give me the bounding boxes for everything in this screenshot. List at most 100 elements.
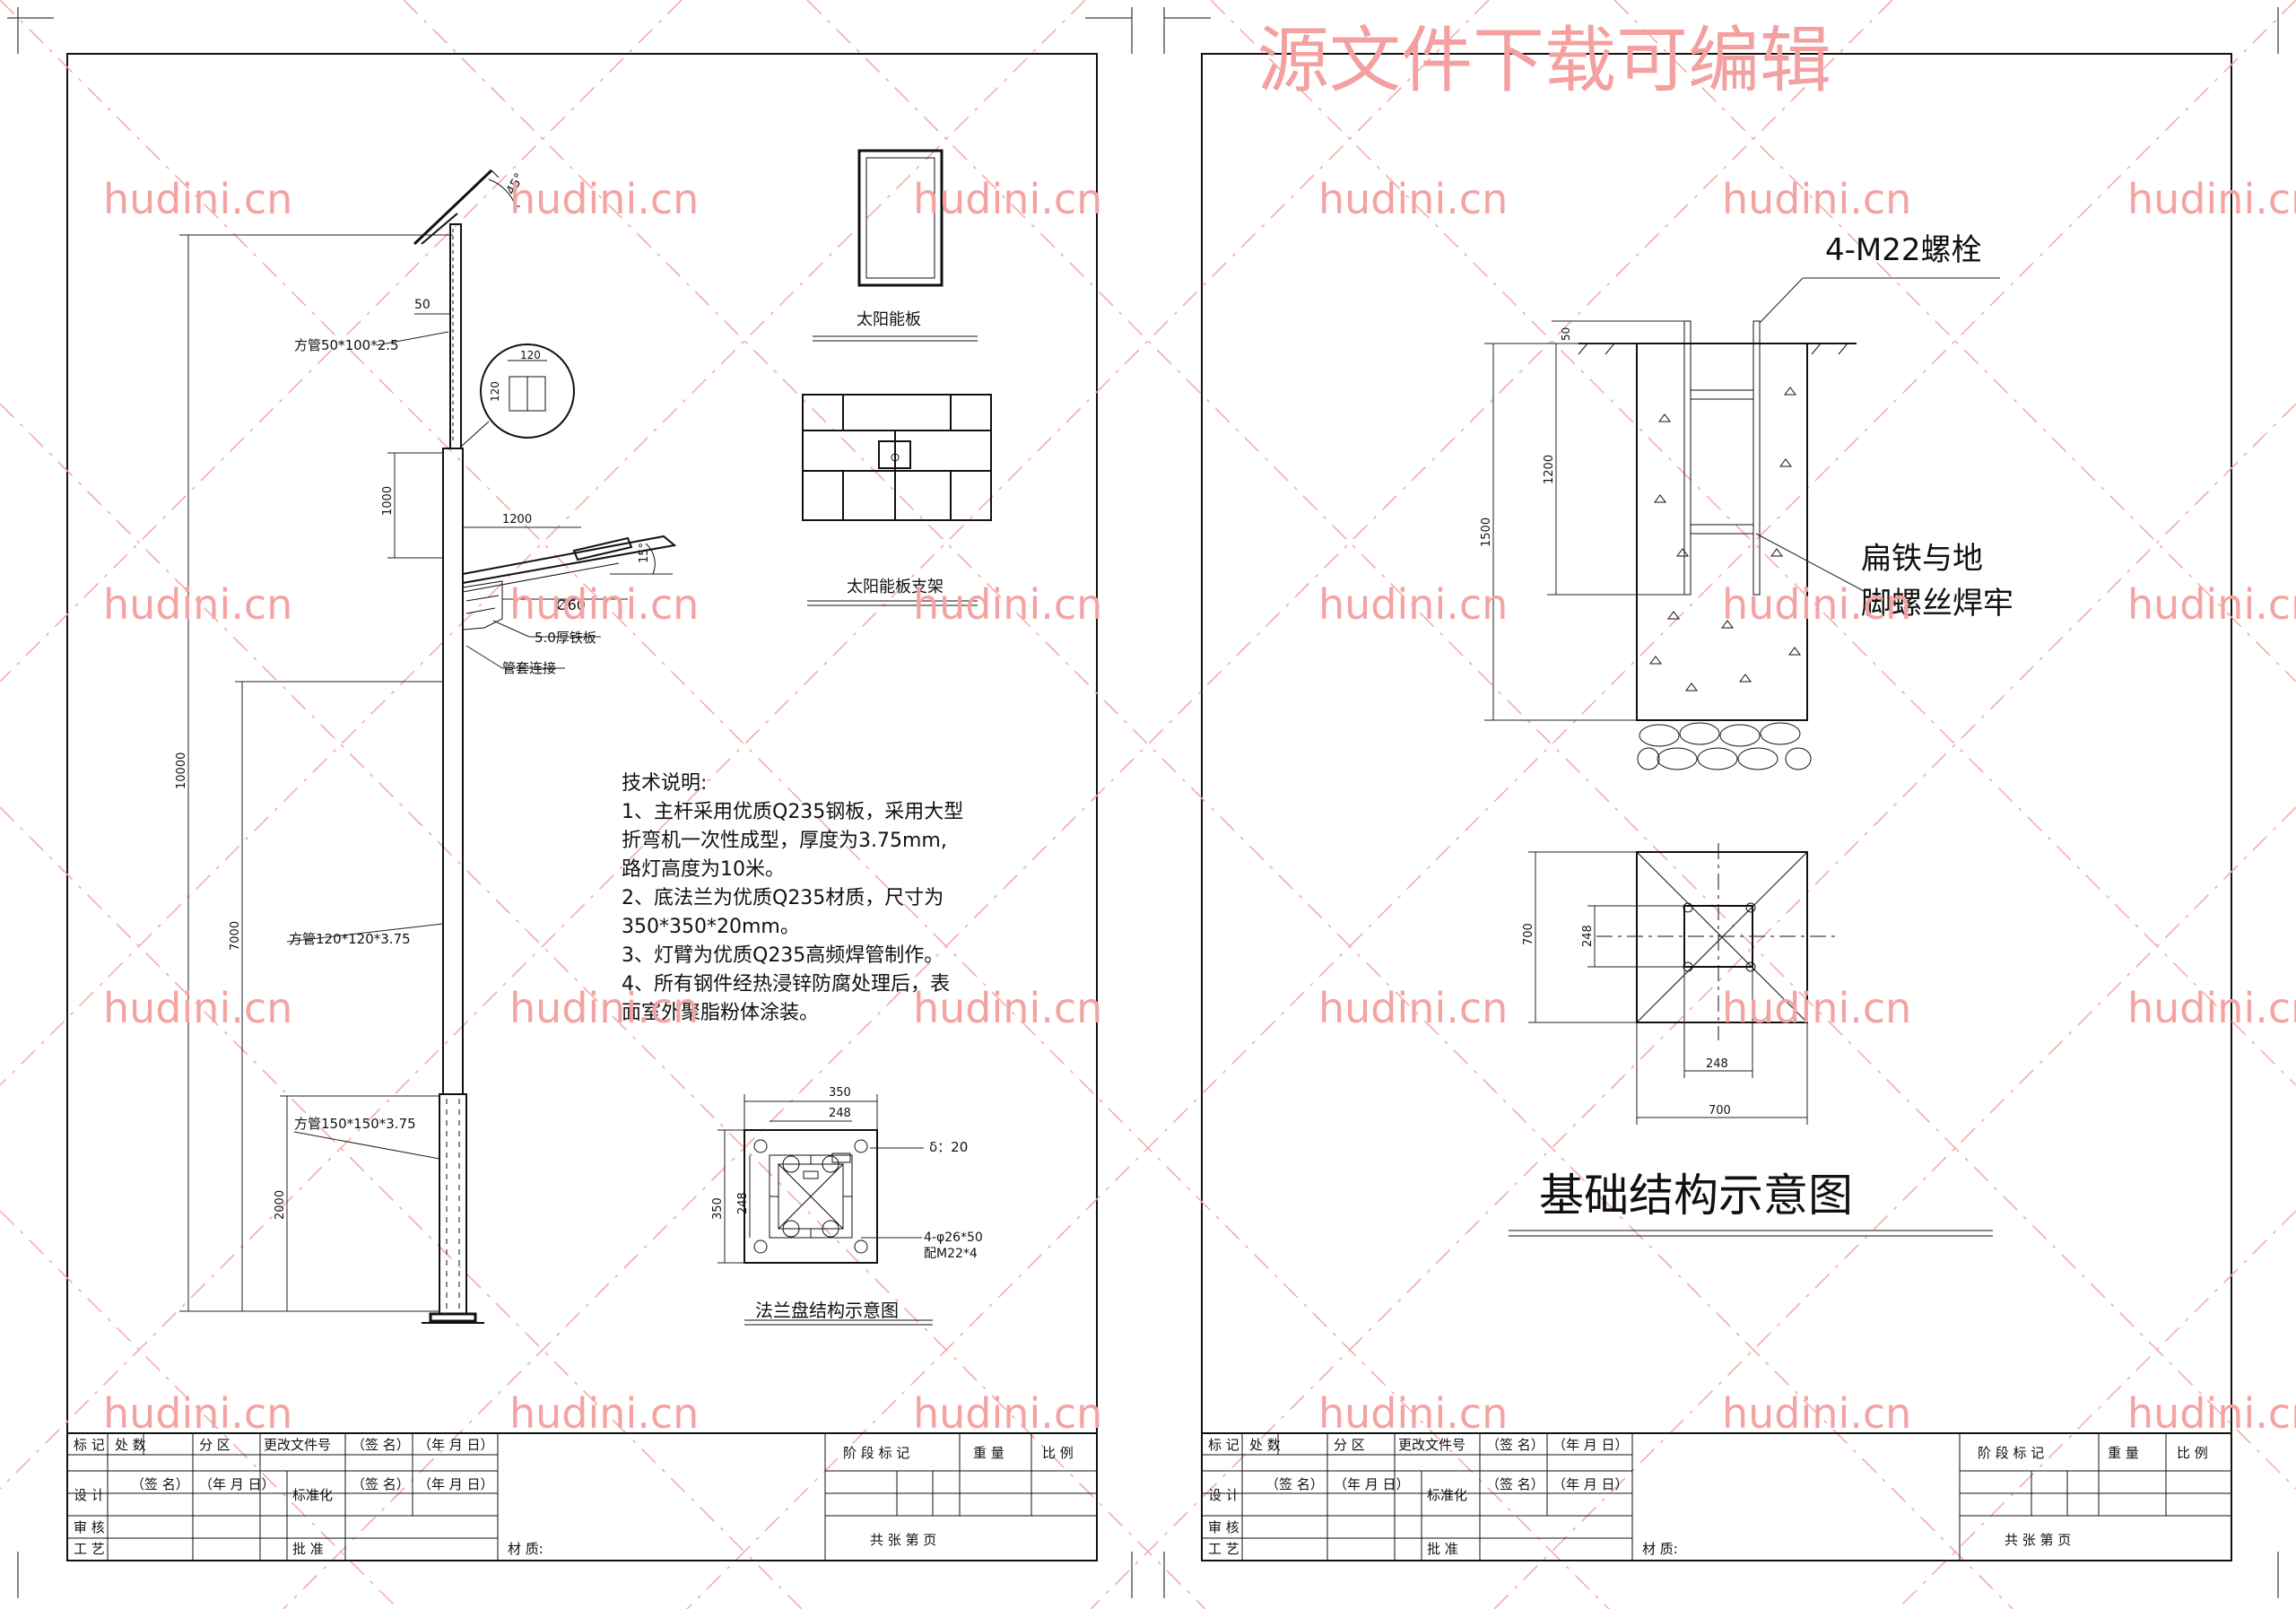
watermark-site: hudini.cn [913,175,1102,223]
tech-note-line: 4、所有钢件经热浸锌防腐处理后，表 [622,973,950,996]
watermark-site: hudini.cn [1318,175,1508,223]
tb-material: 材 质: [508,1541,544,1557]
tech-notes: 技术说明: 1、主杆采用优质Q235钢板，采用大型 折弯机一次性成型，厚度为3.… [622,772,963,1024]
tb-date: （年 月 日） [199,1476,275,1492]
tb-material: 材 质: [1642,1541,1678,1557]
watermark-site: hudini.cn [509,175,699,223]
flange-dim-248-top: 248 [829,1107,851,1120]
right-title-block: 标 记 处 数 分 区 更改文件号 （签 名） （年 月 日） 设 计 （签 名… [1201,1432,2232,1561]
tb-scale: 比 例 [1042,1445,1074,1461]
watermark-site: hudini.cn [913,1389,1102,1438]
watermark-site: hudini.cn [2127,580,2296,629]
label-dim-50: 50 [414,298,430,312]
flange-detail: 350 248 350 248 δ：20 4-φ26*50 配M22*4 法兰盘… [711,1086,983,1326]
tb-cell: （签 名） [352,1437,410,1453]
tb-sheets: 共 张 第 页 [2005,1532,2071,1548]
label-dim-1200: 1200 [502,513,532,526]
tech-note-line: 1、主杆采用优质Q235钢板，采用大型 [622,801,963,823]
solar-panel-view: 太阳能板 [813,149,978,342]
tb-sign-2: （签 名） [1486,1476,1544,1492]
tb-process: 工 艺 [1208,1541,1239,1557]
watermark-site: hudini.cn [103,1389,292,1438]
right-sheet-border [1201,53,2232,1561]
tb-cell: 分 区 [199,1437,230,1453]
watermark-site: hudini.cn [103,175,292,223]
label-sleeve: 管套连接 [502,660,556,676]
solar-panel-tilted [413,169,493,246]
solar-bracket-view: 太阳能板支架 [802,394,992,606]
watermark-site: hudini.cn [1722,175,1911,223]
tb-weight: 重 量 [2108,1445,2139,1461]
tb-sign: （签 名） [131,1476,189,1492]
weld-note-1: 扁铁与地 [1861,541,1983,577]
plan-dim-248-bottom: 248 [1706,1057,1728,1071]
lamp-head [572,536,633,561]
flange-dim-350-top: 350 [829,1086,851,1100]
dim-1200-right: 1200 [1543,455,1556,484]
watermark-site: hudini.cn [1318,1389,1508,1438]
tb-cell: 处 数 [115,1437,146,1453]
tech-note-line: 面室外聚脂粉体涂装。 [622,1002,819,1024]
pole-bottom-segment [439,1093,467,1315]
watermark-site: hudini.cn [2127,984,2296,1032]
left-title-block: 标 记 处 数 分 区 更改文件号 （签 名） （年 月 日） 设 计 （签 名… [66,1432,1098,1561]
tb-cell: 标 记 [74,1437,105,1453]
tech-note-line: 2、底法兰为优质Q235材质，尺寸为 [622,887,944,909]
label-dim-7000: 7000 [229,921,242,951]
plan-dim-248-side: 248 [1581,925,1595,947]
label-square-tube-top: 方管50*100*2.5 [294,337,399,353]
tb-approve: 批 准 [292,1541,324,1557]
tb-scale: 比 例 [2177,1445,2208,1461]
label-dim-2000: 2000 [274,1190,287,1220]
tb-cell: （年 月 日） [1552,1437,1629,1453]
watermark-site: hudini.cn [1318,984,1508,1032]
watermark-site: hudini.cn [1722,984,1911,1032]
foundation-section: 4-M22螺栓 50 1200 1500 扁铁与地 脚螺丝焊牢 [1480,232,2013,770]
tb-approve: 批 准 [1427,1541,1458,1557]
tb-cell: 标 记 [1208,1437,1239,1453]
label-square-tube-bottom: 方管150*150*3.75 [294,1116,416,1132]
flange-holes: 4-φ26*50 [924,1231,983,1245]
watermark-site: hudini.cn [509,984,699,1032]
flange-bolts: 配M22*4 [924,1247,978,1261]
weld-note-2: 脚螺丝焊牢 [1861,586,2013,622]
dim-50-right: 50 [1560,327,1572,341]
detail-circle [480,344,575,439]
tech-note-line: 350*350*20mm。 [622,916,800,938]
tb-cell: 更改文件号 [264,1437,331,1453]
solar-panel-caption: 太阳能板 [857,310,921,329]
bolt-label: 4-M22螺栓 [1825,232,1982,268]
watermark-site: hudini.cn [1318,580,1508,629]
label-dim-10000: 10000 [175,752,188,789]
tb-review: 审 核 [74,1519,105,1535]
tech-note-line: 折弯机一次性成型，厚度为3.75mm, [622,830,947,852]
tb-sheets: 共 张 第 页 [870,1532,936,1548]
tech-note-line: 3、灯臂为优质Q235高频焊管制作。 [622,944,944,967]
label-angle-arm: 15° [638,543,651,563]
watermark-site: hudini.cn [913,984,1102,1032]
tb-cell: （签 名） [1486,1437,1544,1453]
flange-thickness: δ：20 [929,1139,968,1155]
tb-sign: （签 名） [1265,1476,1324,1492]
tb-review: 审 核 [1208,1519,1239,1535]
flange-caption: 法兰盘结构示意图 [755,1300,899,1321]
label-iron-plate: 5.0厚铁板 [535,630,596,646]
solar-bracket-caption: 太阳能板支架 [847,578,944,596]
watermark-site: hudini.cn [2127,1389,2296,1438]
plan-dim-700-bottom: 700 [1709,1104,1731,1118]
tb-design: 设 计 [1208,1487,1239,1503]
tb-date-2: （年 月 日） [418,1476,494,1492]
watermark-site: hudini.cn [913,580,1102,629]
pole-top-segment [449,223,462,449]
tb-date-2: （年 月 日） [1552,1476,1629,1492]
tb-cell: 更改文件号 [1398,1437,1465,1453]
tb-stage: 阶 段 标 记 [843,1445,909,1461]
label-dim-1000: 1000 [381,486,395,516]
watermark-headline: 源文件下载可编辑 [1257,19,1831,102]
plan-dim-700-side: 700 [1522,923,1535,945]
tb-cell: 处 数 [1249,1437,1281,1453]
watermark-site: hudini.cn [103,984,292,1032]
tb-stage: 阶 段 标 记 [1978,1445,2044,1461]
